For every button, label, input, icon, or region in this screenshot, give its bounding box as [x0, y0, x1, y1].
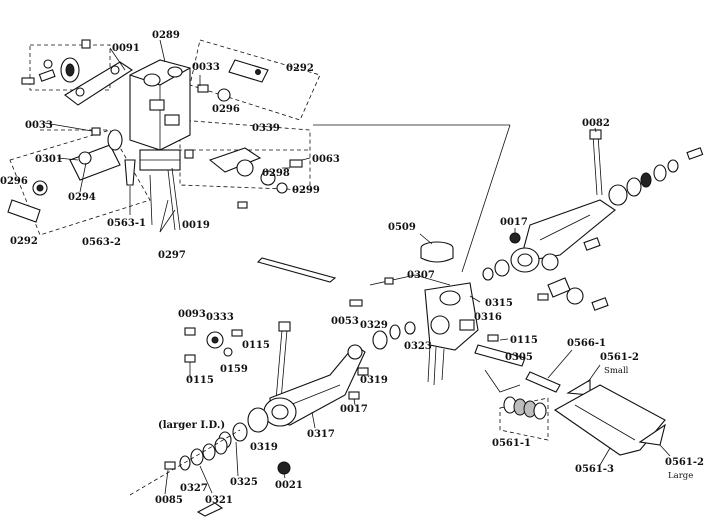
label-larger-id: (larger I.D.) — [158, 420, 225, 431]
lower-right-parts — [499, 371, 666, 456]
label-large: Large — [668, 471, 693, 481]
label-0297: 0297 — [158, 250, 186, 261]
label-0301: 0301 — [35, 154, 63, 165]
label-0063: 0063 — [312, 154, 340, 165]
label-0115-right: 0115 — [510, 335, 538, 346]
label-0082: 0082 — [582, 118, 610, 129]
label-0317: 0317 — [307, 429, 335, 440]
label-0021: 0021 — [275, 480, 303, 491]
label-0329: 0329 — [360, 320, 388, 331]
label-0033-top: 0033 — [192, 62, 220, 73]
label-0033-left: 0033 — [25, 120, 53, 131]
label-0319-left: 0319 — [250, 442, 278, 453]
label-0305: 0305 — [505, 352, 533, 363]
label-0563-2: 0563-2 — [82, 237, 121, 248]
label-0315: 0315 — [485, 298, 513, 309]
label-0053: 0053 — [331, 316, 359, 327]
right-upper-arm — [482, 129, 704, 311]
label-0159: 0159 — [220, 364, 248, 375]
label-0292-top: 0292 — [286, 63, 314, 74]
label-0294: 0294 — [68, 192, 96, 203]
label-0561-3: 0561-3 — [575, 464, 614, 475]
center-head — [256, 241, 526, 393]
part-labels: 0091 0289 0033 0292 0296 0033 0339 0063 … — [0, 30, 704, 506]
label-0017-top: 0017 — [500, 217, 528, 228]
label-0307: 0307 — [407, 270, 435, 281]
label-0563-1: 0563-1 — [107, 218, 146, 229]
label-0566-1: 0566-1 — [567, 338, 606, 349]
label-0316: 0316 — [474, 312, 502, 323]
screw-0091-left — [21, 59, 56, 85]
label-0091: 0091 — [112, 43, 140, 54]
label-0085: 0085 — [155, 495, 183, 506]
label-0093: 0093 — [178, 309, 206, 320]
label-0323: 0323 — [404, 341, 432, 352]
label-0115-left: 0115 — [186, 375, 214, 386]
label-0019: 0019 — [182, 220, 210, 231]
label-0561-2-small: 0561-2 — [600, 352, 639, 363]
main-block-0289 — [129, 59, 191, 171]
label-0561-2-large: 0561-2 — [665, 457, 704, 468]
label-0327: 0327 — [180, 483, 208, 494]
label-0325: 0325 — [230, 477, 258, 488]
label-0299: 0299 — [292, 185, 320, 196]
label-0333: 0333 — [206, 312, 234, 323]
leader-lines-lower — [164, 127, 671, 495]
label-0289: 0289 — [152, 30, 180, 41]
label-0017-bottom: 0017 — [340, 404, 368, 415]
label-0561-1: 0561-1 — [492, 438, 531, 449]
label-0298: 0298 — [262, 168, 290, 179]
label-0321: 0321 — [205, 495, 233, 506]
label-0115-mid: 0115 — [242, 340, 270, 351]
label-0319-right: 0319 — [360, 375, 388, 386]
lower-left-arm — [129, 321, 369, 517]
label-0292-left: 0292 — [10, 236, 38, 247]
upper-left-assembly — [7, 39, 321, 236]
label-0339: 0339 — [252, 123, 280, 134]
label-0296-top: 0296 — [212, 104, 240, 115]
label-0509: 0509 — [388, 222, 416, 233]
label-0296-left: 0296 — [0, 176, 28, 187]
label-small: Small — [604, 366, 629, 376]
